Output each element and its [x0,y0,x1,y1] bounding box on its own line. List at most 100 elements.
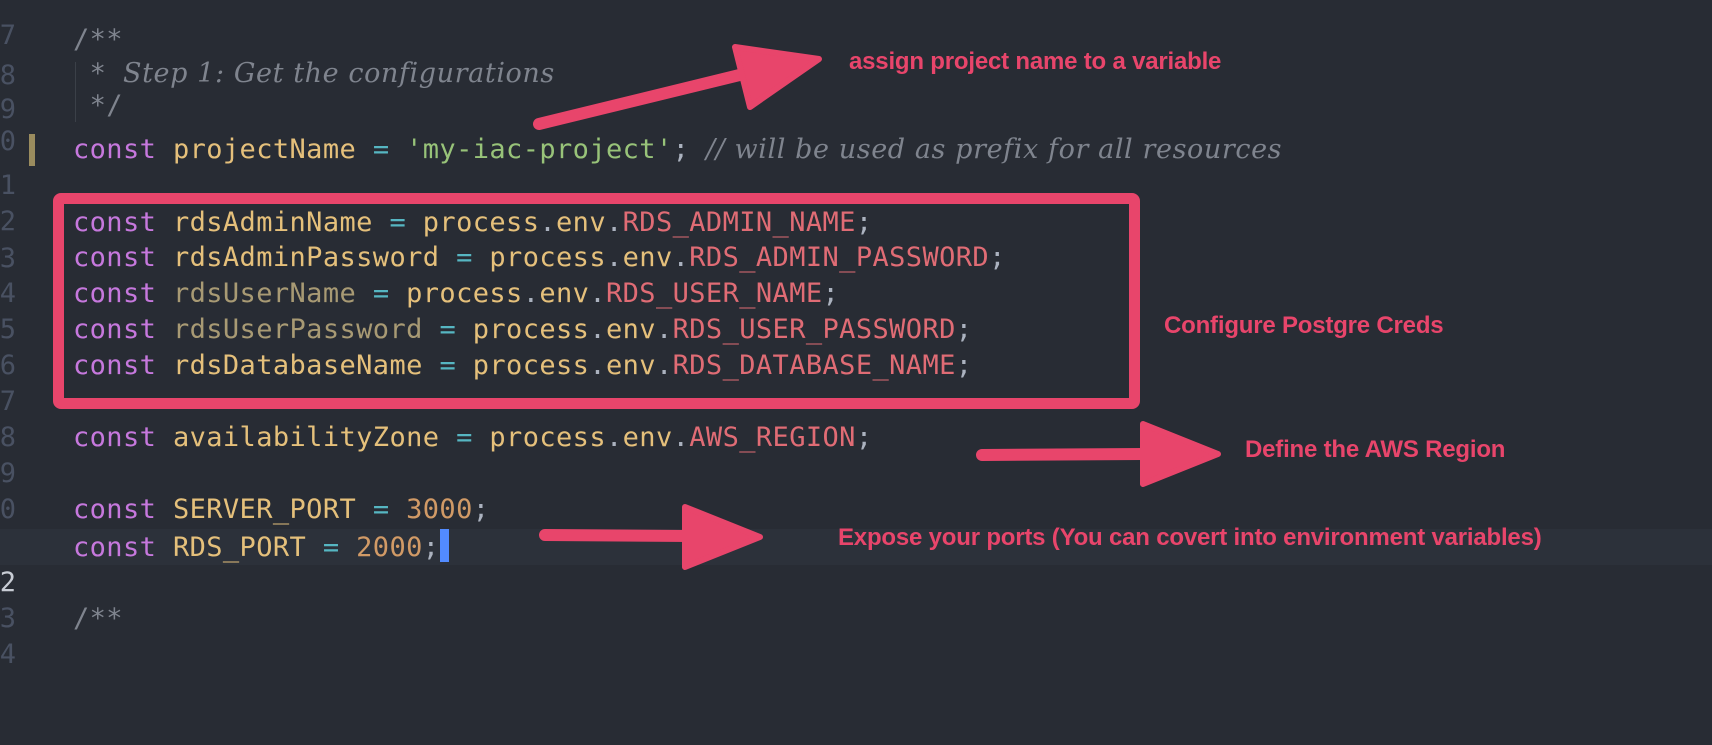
doc-comment-open: /** [73,24,123,55]
number-literal: 2000 [356,532,423,563]
line-number: 7 [0,386,16,417]
operator: = [372,494,390,525]
code-line[interactable]: 7 [0,0,1712,51]
line-number: 3 [0,603,16,634]
env-property: RDS_USER_PASSWORD [672,314,956,345]
line-number: 5 [0,314,16,345]
identifier: rdsUserName [172,278,357,309]
object: process [406,278,523,309]
line-number: 1 [0,170,16,201]
env-object: env [622,242,673,273]
code-line[interactable]: 6 const rdsUserPassword = process.env.RD… [0,312,1712,381]
line-number: 9 [0,94,16,125]
arrowhead-icon [1140,421,1221,487]
env-object: env [606,314,656,345]
operator: = [372,134,390,165]
env-object: env [622,422,673,453]
env-property: RDS_ADMIN_PASSWORD [689,242,990,273]
identifier: projectName [172,134,357,165]
object: process [489,422,606,453]
code-line[interactable]: 2 [0,168,1712,237]
comment-star: * [73,58,123,89]
line-number: 2 [0,567,16,598]
annotation-postgres-creds: Configure Postgre Creds [1164,312,1444,339]
keyword: const [73,494,157,525]
operator: = [456,422,473,453]
env-property: RDS_ADMIN_NAME [622,207,856,238]
operator: = [372,278,390,309]
env-property: RDS_USER_NAME [606,278,823,309]
arrowhead-icon [732,44,822,110]
identifier: rdsUserPassword [172,314,423,345]
code-line[interactable]: 0 [0,456,1712,525]
doc-comment-text: Step 1: Get the configurations [122,58,555,89]
identifier: RDS_PORT [172,532,307,563]
annotation-aws-region: Define the AWS Region [1245,436,1506,463]
code-line[interactable]: 3 [0,565,1712,634]
code-line[interactable]: 0 */ [0,88,1712,157]
annotation-ports: Expose your ports (You can covert into e… [838,524,1542,551]
highlight-box-postgres-creds [53,193,1140,409]
line-number: 2 [0,206,16,237]
line-number: 0 [0,126,16,157]
annotation-arrows [533,44,1221,570]
code-line[interactable]: 8 [0,384,1712,453]
identifier: SERVER_PORT [172,494,357,525]
identifier: rdsAdminName [172,207,373,238]
code-line[interactable]: 9 const availabilityZone = process.env.A… [0,420,1712,489]
string-literal: 'my-iac-project' [406,134,673,165]
line-number: 3 [0,243,16,274]
line-number: 8 [0,60,16,91]
operator: = [456,242,473,273]
code-line[interactable]: 4 const rdsAdminPassword = process.env.R… [0,240,1712,309]
arrow-project-name [533,64,766,130]
code-line[interactable]: 3 const rdsAdminName = process.env.RDS_A… [0,205,1712,274]
indent-guide [75,62,76,122]
code-line[interactable]: 1 const projectName = 'my-iac-project'; … [0,132,1712,201]
git-modified-marker [29,134,35,166]
keyword: const [73,278,157,309]
annotation-project-name: assign project name to a variable [849,48,1222,75]
keyword: const [73,242,157,273]
code-editor[interactable]: 7 8 /** 9 * Step 1: Get the configuratio… [0,0,1712,670]
line-number: 4 [0,639,16,670]
line-number: 0 [0,494,16,525]
line-number: 8 [0,422,16,453]
code-line[interactable]: 5 const rdsUserName = process.env.RDS_US… [0,276,1712,345]
inline-comment: // will be used as prefix for all resour… [705,134,1283,165]
code-line[interactable]: 7 const rdsDatabaseName = process.env.RD… [0,348,1712,417]
env-object: env [556,207,606,238]
text-cursor [440,529,450,562]
object: process [472,350,590,381]
line-number: 9 [0,458,16,489]
object: process [489,242,606,273]
object: process [472,314,590,345]
code-line[interactable]: 9 * Step 1: Get the configurations [0,56,1712,125]
number-literal: 3000 [406,494,473,525]
code-line-current[interactable]: 2 const RDS_PORT = 2000; [0,529,1712,598]
operator: = [389,207,407,238]
object: process [422,207,540,238]
code-line[interactable]: 8 /** [0,22,1712,91]
operator: = [439,314,457,345]
env-property: AWS_REGION [689,422,856,453]
keyword: const [73,207,157,238]
keyword: const [73,532,157,563]
keyword: const [73,422,157,453]
operator: = [439,350,457,381]
keyword: const [73,350,157,381]
env-object: env [539,278,590,309]
operator: = [322,532,340,563]
identifier: rdsDatabaseName [172,350,423,381]
identifier: availabilityZone [172,422,440,453]
arrow-aws-region [976,448,1156,461]
line-number: 6 [0,350,16,381]
keyword: const [73,314,157,345]
arrowhead-icon [682,504,763,570]
identifier: rdsAdminPassword [172,242,440,273]
env-object: env [606,350,656,381]
arrow-ports [539,529,696,542]
env-property: RDS_DATABASE_NAME [672,350,956,381]
line-number: 7 [0,20,16,51]
line-number: 4 [0,278,16,309]
